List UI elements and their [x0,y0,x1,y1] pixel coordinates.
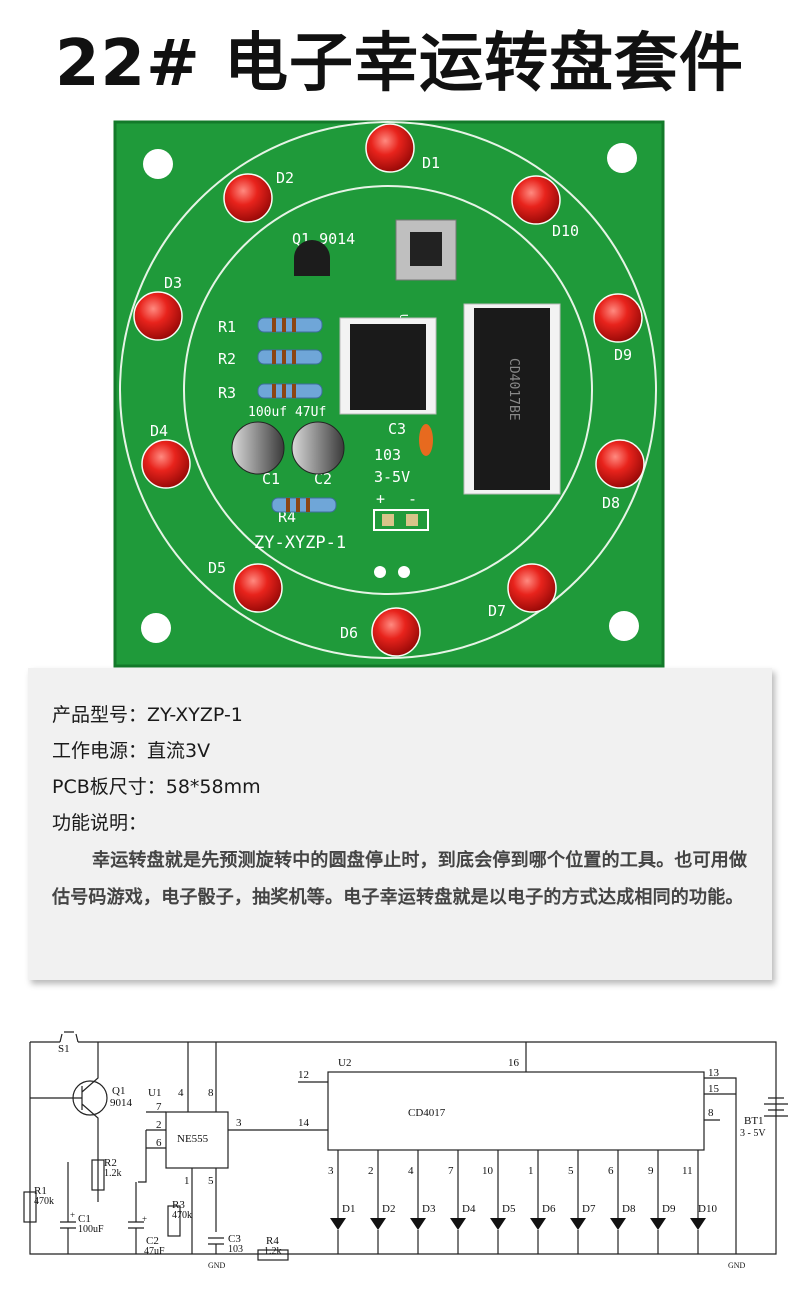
pcb-label-plus: + [376,490,385,508]
pcb-label-d8: D8 [602,494,620,512]
sch-c2: C2 [146,1235,159,1247]
sch-led-label: D1 [342,1203,355,1215]
sch-c2-value: 47uF [144,1246,165,1257]
sch-out-pin: 1 [528,1165,534,1177]
sch-led-label: D9 [662,1203,676,1215]
sch-u1: U1 [148,1087,161,1099]
spec-model: 产品型号：ZY-XYZP-1 [52,704,243,726]
sch-r1: R1 [34,1185,47,1197]
pcb-board-illustration: D1 D2 D3 D4 D5 D6 D7 D8 D9 D10 Q1 9014 R… [113,120,665,668]
sch-u1-pin6: 6 [156,1137,162,1149]
sch-r2: R2 [104,1157,117,1169]
spec-description: 幸运转盘就是先预测旋转中的圆盘停止时，到底会停到哪个位置的工具。也可用做估号码游… [52,850,748,908]
pcb-label-voltage: 3-5V [374,468,410,486]
pcb-label-r2: R2 [218,350,236,368]
sch-c2-plus: + [142,1214,147,1224]
sch-u1-pin5: 5 [208,1175,214,1187]
pcb-ic2-print: CD4017BE [506,358,521,421]
pcb-label-d4: D4 [150,422,168,440]
sch-s1: S1 [58,1043,70,1055]
sch-q1: Q1 [112,1085,125,1097]
pcb-label-d9: D9 [614,346,632,364]
sch-u1-pin4: 4 [178,1087,184,1099]
pcb-label-caps: 100uf 47Uf [248,405,326,420]
sch-r4-value: 1.2k [264,1246,282,1257]
sch-c3: C3 [228,1233,241,1245]
sch-u2-pin15: 15 [708,1083,720,1095]
sch-r3: R3 [172,1199,185,1211]
sch-u1-pin8: 8 [208,1087,214,1099]
sch-q1-value: 9014 [110,1097,133,1109]
sch-out-pin: 9 [648,1165,654,1177]
pcb-label-103: 103 [374,446,401,464]
sch-u2-chip: CD4017 [408,1107,446,1119]
pcb-label-r3: R3 [218,384,236,402]
sch-u2-pin12: 12 [298,1069,309,1081]
spec-power: 工作电源：直流3V [52,740,211,762]
sch-c1-plus: + [70,1210,75,1220]
pcb-label-d5: D5 [208,559,226,577]
pcb-label-d7: D7 [488,602,506,620]
sch-out-pin: 6 [608,1165,614,1177]
sch-out-pin: 4 [408,1165,414,1177]
pcb-label-d2: D2 [276,169,294,187]
spec-function-label: 功能说明： [52,812,148,834]
sch-bt1: BT1 [744,1115,764,1127]
sch-out-pin: 2 [368,1165,374,1177]
sch-led-label: D7 [582,1203,596,1215]
circuit-schematic: S1 Q1 9014 U1 NE555 4 8 7 2 6 1 5 3 U2 C… [23,1031,788,1270]
sch-r1-value: 470k [34,1196,54,1207]
pcb-label-d10: D10 [552,222,579,240]
pcb-label-r1: R1 [218,318,236,336]
sch-u1-pin2: 2 [156,1119,162,1131]
sch-u1-pin3: 3 [236,1117,242,1129]
pcb-label-minus: - [408,490,417,508]
sch-u1-pin1: 1 [184,1175,190,1187]
sch-led-label: D6 [542,1203,556,1215]
pcb-label-d3: D3 [164,274,182,292]
pcb-label-c2: C2 [314,470,332,488]
pcb-label-c3: C3 [388,420,406,438]
sch-c1: C1 [78,1213,91,1225]
sch-u2-pin8: 8 [708,1107,714,1119]
sch-r3-value: 470k [172,1210,192,1221]
pcb-label-d6: D6 [340,624,358,642]
sch-gnd-right: GND [728,1261,746,1270]
spec-card: 产品型号：ZY-XYZP-1 工作电源：直流3V PCB板尺寸：58*58mm … [28,668,772,980]
sch-u1-chip: NE555 [177,1133,209,1145]
pcb-label-d1: D1 [422,154,440,172]
sch-led-label: D2 [382,1203,395,1215]
sch-led-label: D10 [698,1203,717,1215]
sch-r2-value: 1.2k [104,1168,122,1179]
pcb-label-model: ZY-XYZP-1 [254,533,346,553]
sch-u2: U2 [338,1057,351,1069]
sch-out-pin: 5 [568,1165,574,1177]
sch-c1-value: 100uF [78,1224,104,1235]
spec-pcb-size: PCB板尺寸：58*58mm [52,776,261,798]
page-title: 22# 电子幸运转盘套件 [55,27,744,101]
pcb-label-c1: C1 [262,470,280,488]
sch-gnd-left: GND [208,1261,226,1270]
sch-led-label: D8 [622,1203,636,1215]
sch-out-pin: 10 [482,1165,494,1177]
sch-out-pin: 11 [682,1165,693,1177]
sch-u2-pin13: 13 [708,1067,720,1079]
sch-bt1-value: 3 - 5V [740,1128,766,1139]
sch-led-label: D3 [422,1203,436,1215]
sch-r4: R4 [266,1235,279,1247]
sch-u2-pin14: 14 [298,1117,310,1129]
sch-led-label: D4 [462,1203,476,1215]
sch-out-pin: 7 [448,1165,454,1177]
sch-out-pin: 3 [328,1165,334,1177]
sch-c3-value: 103 [228,1244,243,1255]
sch-u2-pin16: 16 [508,1057,520,1069]
sch-led-label: D5 [502,1203,516,1215]
sch-u1-pin7: 7 [156,1101,162,1113]
